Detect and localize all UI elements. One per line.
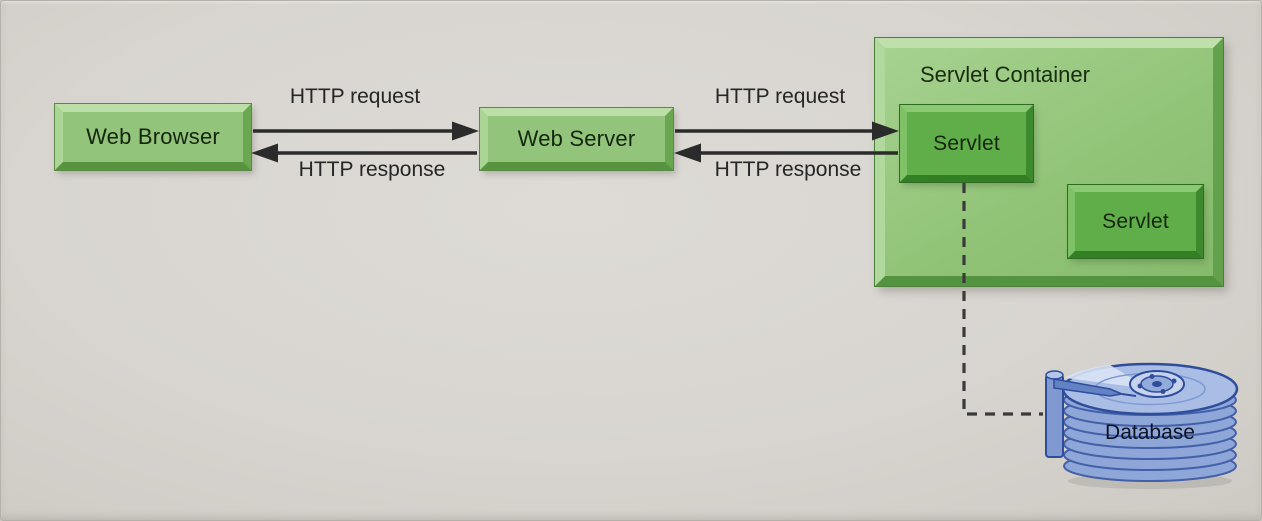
servlet-b-label: Servlet [1102,209,1169,233]
edge-label-http-request-2: HTTP request [714,85,846,108]
edge-label-http-request-1: HTTP request [289,85,421,108]
node-servlet-a: Servlet [900,105,1033,182]
node-web-server: Web Server [480,108,673,170]
node-web-browser: Web Browser [55,104,251,170]
web-browser-label: Web Browser [86,124,220,149]
edge-label-http-response-2: HTTP response [714,158,862,181]
servlet-container-label: Servlet Container [920,62,1090,87]
actuator-post [1045,374,1064,458]
arrow-http-request-1 [253,121,479,141]
node-servlet-b: Servlet [1068,185,1203,258]
actuator-arm [1053,378,1125,397]
edge-label-http-response-1: HTTP response [298,158,446,181]
servlet-a-label: Servlet [933,131,1000,155]
web-server-label: Web Server [517,126,636,151]
disk-shadow [1068,473,1232,489]
database-label: Database [1105,421,1195,444]
arrow-http-request-2 [675,121,899,141]
